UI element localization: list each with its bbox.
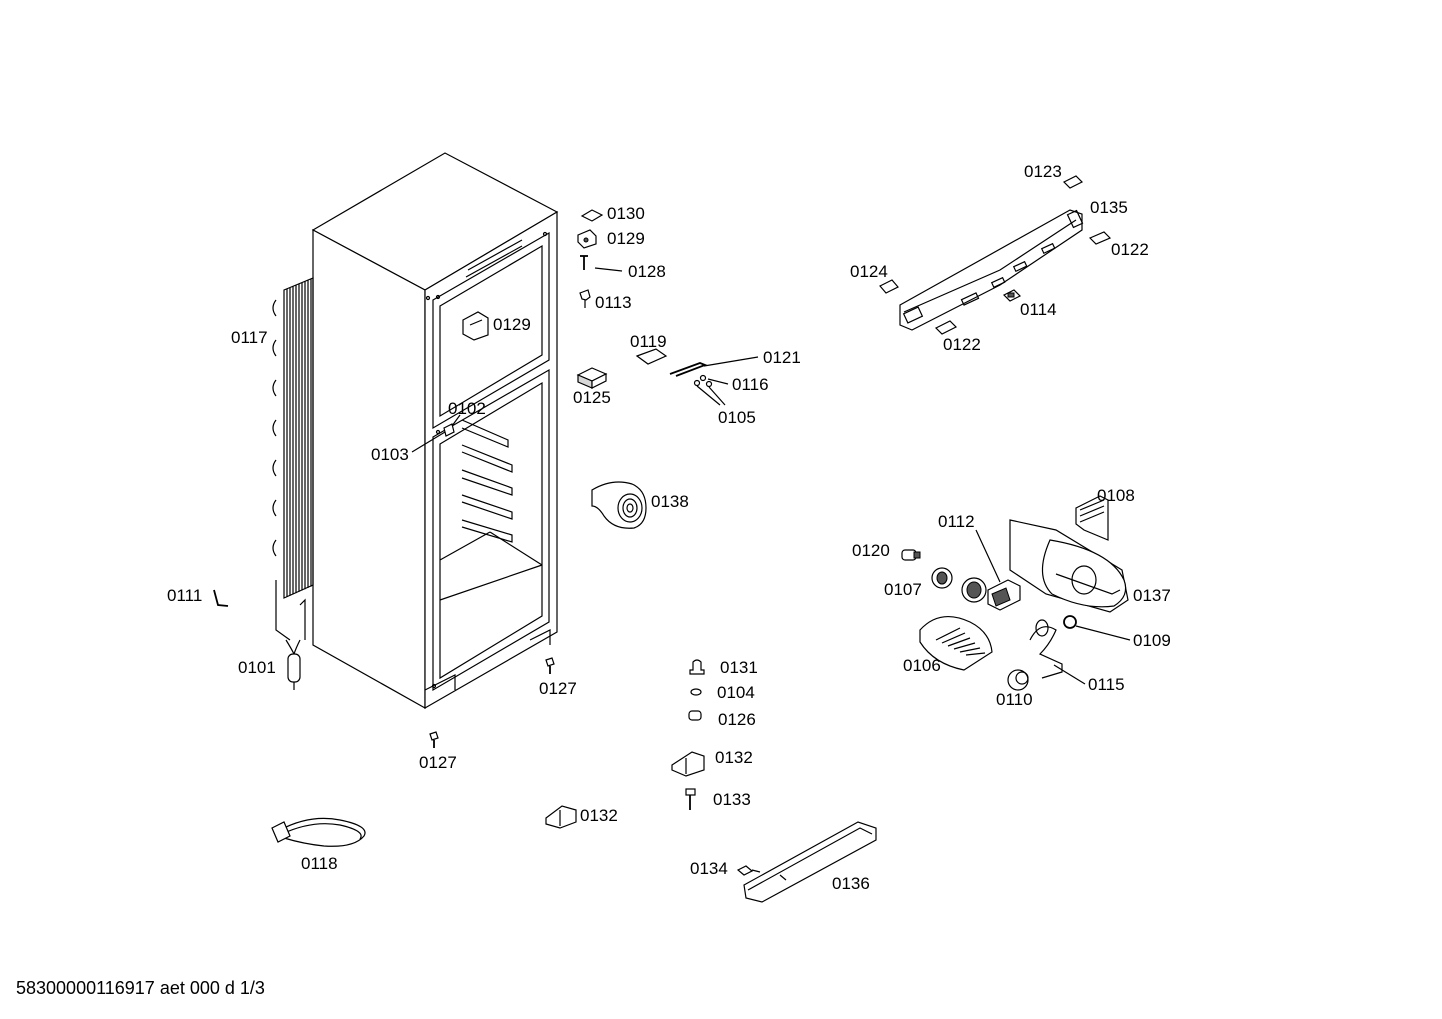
part-0108-icon [1075, 495, 1109, 541]
lamp-cover-slot [935, 627, 961, 641]
label-0107: 0107 [884, 580, 922, 599]
part-labels: 0101 0102 0103 0104 0105 0106 0107 0108 … [167, 162, 1171, 893]
label-0114: 0114 [1020, 300, 1057, 319]
label-0102: 0102 [448, 399, 486, 418]
part-0129-bracket-icon [577, 229, 597, 249]
label-0122-a: 0122 [1111, 240, 1149, 259]
part-0114-icon [1002, 289, 1022, 302]
label-0112: 0112 [938, 512, 975, 531]
label-0119: 0119 [630, 332, 667, 351]
label-0135: 0135 [1090, 198, 1128, 217]
part-0136-kickplate-icon [743, 821, 877, 903]
part-0112-switch-icon [987, 579, 1021, 611]
part-0105-icon-b [705, 380, 713, 388]
label-0118: 0118 [301, 854, 338, 873]
refrigerator-cabinet [311, 152, 559, 710]
part-0116-icon [699, 374, 707, 382]
part-0127-screw-icon-a [545, 657, 555, 674]
control-panel-assembly [899, 209, 1084, 331]
label-0132-a: 0132 [715, 748, 753, 767]
label-0124: 0124 [850, 262, 888, 281]
label-0113: 0113 [595, 293, 632, 312]
part-0134-icon [736, 865, 754, 876]
part-0112-lamp-socket-icon [961, 577, 987, 603]
label-0122-b: 0122 [943, 335, 981, 354]
part-0109-ring-icon [1063, 615, 1077, 629]
label-0136: 0136 [832, 874, 870, 893]
part-0128-screw-icon [580, 255, 588, 270]
part-0124-icon [879, 279, 899, 294]
lamp-cover-slot [953, 642, 976, 650]
part-0119-icon [635, 348, 668, 365]
label-0108: 0108 [1097, 486, 1135, 505]
part-0132-bracket-icon-b [545, 805, 577, 829]
label-0103: 0103 [371, 445, 409, 464]
label-0110: 0110 [996, 690, 1033, 709]
condenser-coil [272, 277, 314, 641]
part-0106-lamp-cover-icon [919, 615, 993, 671]
part-0129-inner-bracket-icon [462, 311, 489, 341]
part-0125-box-icon [576, 367, 608, 389]
label-0101: 0101 [238, 658, 276, 677]
document-id: 58300000116917 aet 000 d 1/3 [16, 978, 265, 998]
part-0105-icon-a [693, 379, 701, 387]
label-0121: 0121 [763, 348, 801, 367]
part-0138-fan-shroud-icon [591, 481, 647, 529]
part-0121-bracket-icon [669, 362, 708, 377]
label-0130: 0130 [607, 204, 645, 223]
label-0125: 0125 [573, 388, 611, 407]
label-0138: 0138 [651, 492, 689, 511]
lamp-cover-slot [965, 652, 986, 656]
part-0127-screw-icon-b [429, 731, 439, 748]
label-0123: 0123 [1024, 162, 1062, 181]
part-0122-icon-a [1088, 231, 1112, 245]
part-0133-bolt-icon [685, 788, 696, 810]
label-0131: 0131 [720, 658, 758, 677]
part-0122-icon-b [934, 320, 958, 335]
label-0134: 0134 [690, 859, 728, 878]
leader-lines [411, 267, 1131, 873]
label-0129-a: 0129 [607, 229, 645, 248]
part-0130-icon [580, 209, 604, 222]
part-0107-knob-icon [931, 567, 953, 589]
part-0132-bracket-icon-a [671, 751, 705, 777]
label-0105: 0105 [718, 408, 756, 427]
shelf-ribs [461, 419, 513, 543]
lamp-cover-slot [941, 632, 966, 644]
part-0101-capacitor-icon [285, 639, 301, 690]
label-0120: 0120 [852, 541, 890, 560]
part-0111-clip-icon [213, 589, 229, 607]
part-0110-icon [1007, 669, 1029, 691]
part-0123-icon [1062, 175, 1084, 189]
label-0104: 0104 [717, 683, 755, 702]
part-0102-clip-icon [443, 423, 455, 437]
label-0126: 0126 [718, 710, 756, 729]
part-0120-icon [901, 549, 921, 561]
label-0106: 0106 [903, 656, 941, 675]
label-0127-b: 0127 [419, 753, 457, 772]
lamp-cover-slot [959, 647, 981, 653]
label-0111: 0111 [167, 586, 202, 605]
label-0137: 0137 [1133, 586, 1171, 605]
label-0128: 0128 [628, 262, 666, 281]
label-0109: 0109 [1133, 631, 1171, 650]
part-0118-power-cord-icon [271, 817, 366, 847]
label-0115: 0115 [1088, 675, 1125, 694]
part-0126-icon [688, 710, 702, 721]
label-0133: 0133 [713, 790, 751, 809]
light-housing-assembly [1009, 519, 1129, 613]
part-0115-bracket-icon [1029, 619, 1063, 679]
part-0131-icon [689, 659, 705, 675]
label-0127-a: 0127 [539, 679, 577, 698]
label-0117: 0117 [231, 328, 268, 347]
label-0132-b: 0132 [580, 806, 618, 825]
label-0129-b: 0129 [493, 315, 531, 334]
lamp-cover-slot [947, 637, 971, 647]
part-0113-screw-icon [579, 289, 591, 308]
part-0104-washer-icon [690, 688, 702, 696]
label-0116: 0116 [732, 375, 769, 394]
